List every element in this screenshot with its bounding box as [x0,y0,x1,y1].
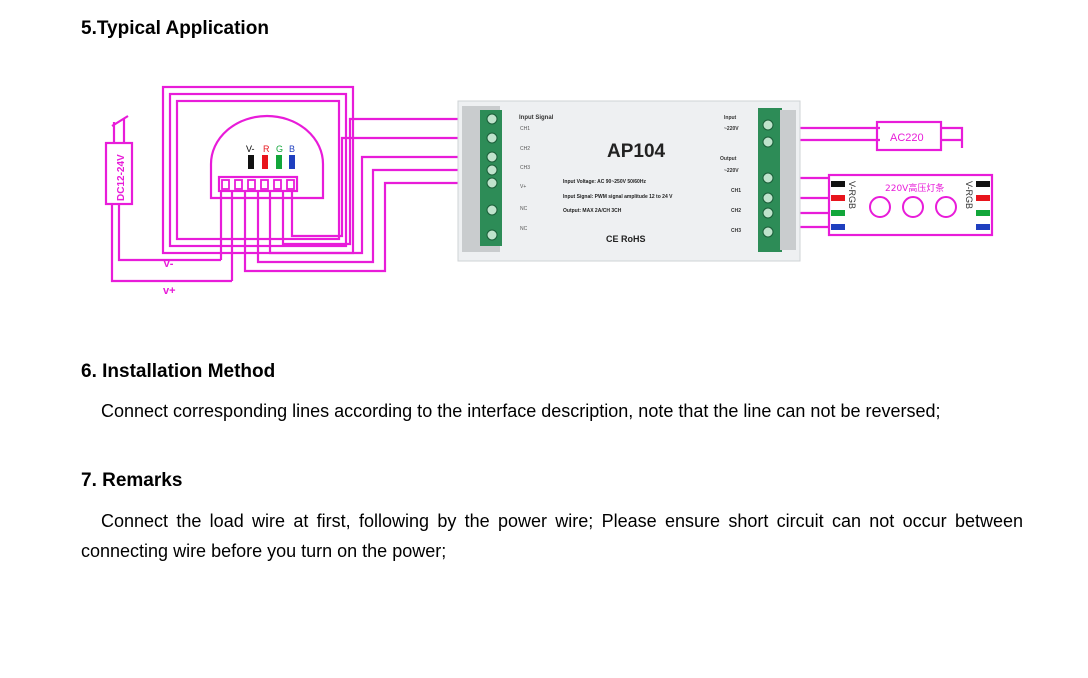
device-input-value: ~220V [724,126,739,132]
strip-left-connectors [831,181,845,230]
device-out-ch3: CH3 [731,228,741,234]
spec-voltage: Input Voltage: AC 90~250V 50/60Hz [563,179,646,185]
panel-pin-g: G [276,144,283,154]
strip-right-connectors [976,181,990,230]
dimmer-body [209,114,325,200]
device-cert: CE RoHS [606,234,646,244]
v-minus-wire [117,204,221,262]
dc-voltage-label: DC12-24V [116,154,127,201]
spec-output: Output: MAX 2A/CH 3CH [563,208,622,214]
panel-pin-r: R [263,144,270,154]
wiring-diagram: V- R G B DC12-24V V- v+ Inp [104,85,994,297]
section-7-heading: 7. Remarks [81,470,183,491]
strip-pins-left: V-RGB [847,181,857,209]
device-nc2-label: NC [520,226,528,232]
device-out-ch1: CH1 [731,188,741,194]
strip-pins-right: V-RGB [964,181,974,209]
strip-label: 220V高压灯条 [885,182,944,194]
section-5-heading: 5.Typical Application [81,18,269,39]
v-plus-wire [110,204,232,283]
left-wiring [104,85,994,283]
section-7-body: Connect the load wire at first, followin… [81,511,1023,561]
ac-label: AC220 [890,132,924,144]
section-6-body: Connect corresponding lines according to… [101,401,941,421]
panel-terminal-row [217,175,299,193]
device-ch1-label: CH1 [520,126,530,132]
device-input-title: Input [724,115,737,121]
ap104-device: Input Signal CH1 CH2 CH3 V+ NC NC AP104 … [457,100,801,262]
led-strip-box [827,173,994,237]
v-minus-label: V- [163,258,174,270]
strip-leds [869,196,957,218]
spec-signal: Input Signal: PWM signal amplitude 12 to… [563,194,673,200]
device-ch3-label: CH3 [520,165,530,171]
ac-label-box [875,120,943,152]
section-6-heading: 6. Installation Method [81,361,276,382]
device-output-value: ~220V [724,168,739,174]
device-model: AP104 [607,141,666,162]
device-input-signal-label: Input Signal [519,115,554,121]
device-ch2-label: CH2 [520,146,530,152]
device-out-ch2: CH2 [731,208,741,214]
device-output-title: Output [720,156,737,162]
v-plus-label: v+ [163,285,176,297]
device-vplus-label: V+ [520,184,526,190]
panel-pin-v: V- [246,144,255,154]
panel-pin-b: B [289,144,295,154]
device-nc1-label: NC [520,206,528,212]
dc-wire-tail [111,115,129,143]
